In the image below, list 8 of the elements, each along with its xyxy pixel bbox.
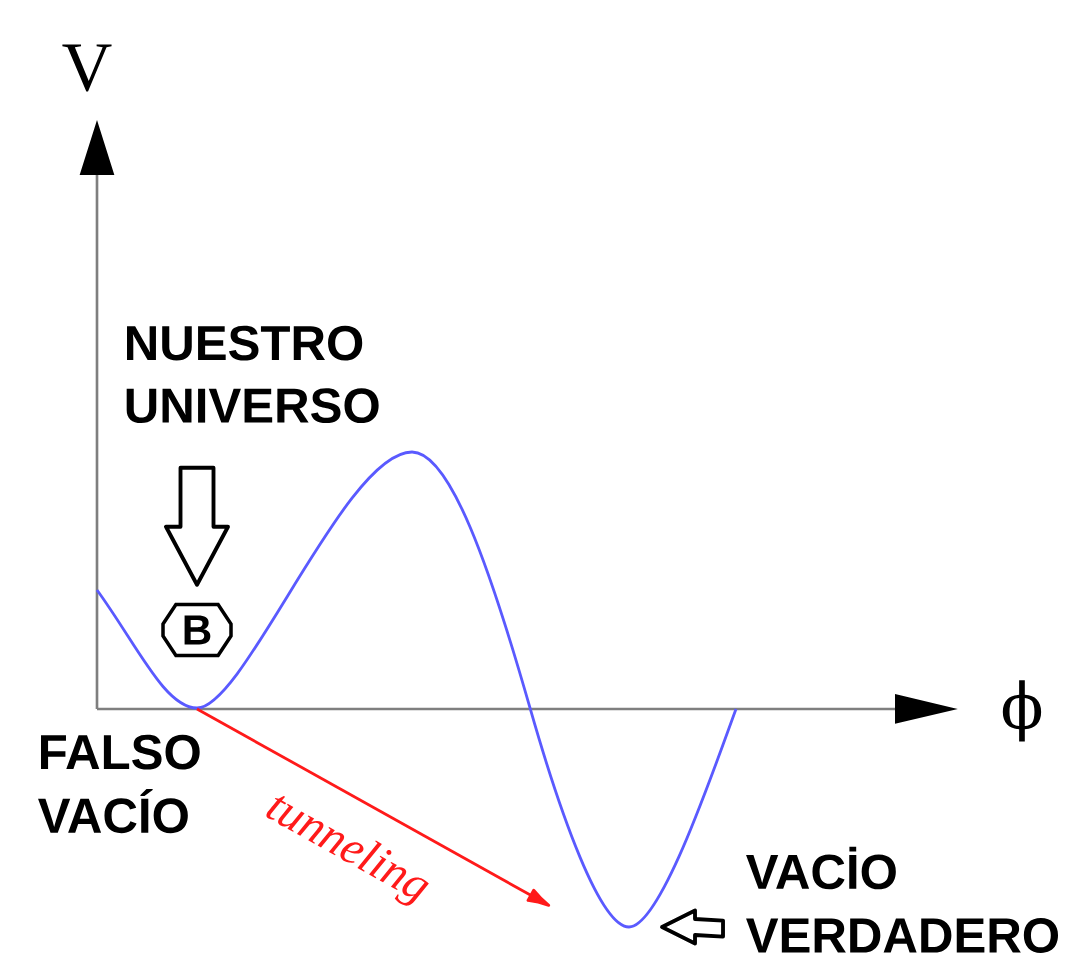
text-label: FALSO VACÍO bbox=[38, 734, 200, 834]
axis-label: ϕ bbox=[1002, 680, 1042, 742]
block-arrow bbox=[164, 465, 230, 587]
text-label: NUESTRO UNIVERSO bbox=[126, 325, 379, 424]
axis-label: V bbox=[62, 44, 112, 92]
hexagon-node: B bbox=[161, 602, 233, 658]
block-arrow bbox=[660, 908, 725, 946]
text-label: VACİO VERDADERO bbox=[746, 846, 1058, 953]
